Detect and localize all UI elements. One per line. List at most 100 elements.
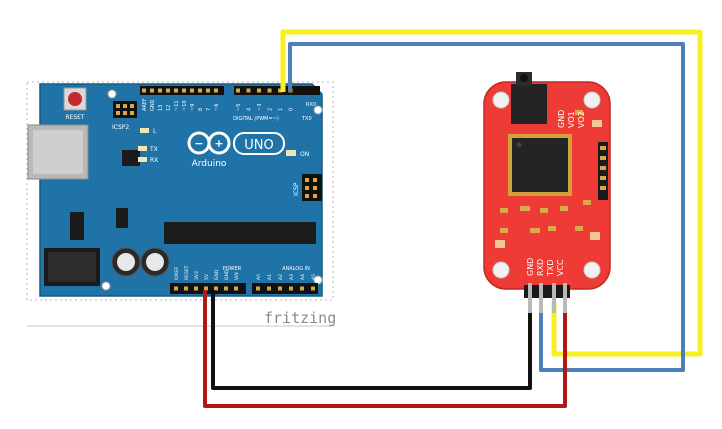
power-label: POWER bbox=[223, 266, 242, 272]
digital-pin-label: ~5 bbox=[236, 104, 242, 111]
bottom-pin-holes bbox=[174, 286, 315, 291]
analog-pin-label: A5 bbox=[311, 274, 317, 280]
wire-black bbox=[211, 290, 532, 390]
power-pin-label: RESET bbox=[184, 265, 190, 280]
digital-header-label: DIGITAL (PWM=~) bbox=[233, 116, 279, 122]
icsp-label: ICSP bbox=[293, 182, 300, 196]
digital-pin-hole bbox=[214, 88, 218, 93]
audio-jack bbox=[511, 72, 547, 124]
mounting-hole bbox=[101, 281, 111, 291]
module-header-pins bbox=[528, 283, 567, 313]
power-pin-hole bbox=[194, 286, 198, 291]
usb-connector-face bbox=[33, 130, 83, 174]
analog-pin-label: A3 bbox=[289, 274, 295, 280]
analog-pin-hole bbox=[278, 286, 282, 291]
board-outline bbox=[26, 81, 334, 301]
digital-pin-hole bbox=[166, 88, 170, 93]
svg-text:−: − bbox=[194, 137, 203, 150]
led-tx-label: TX bbox=[149, 146, 158, 153]
power-pin-label: GND bbox=[214, 269, 220, 280]
arduino-uno-board: RESET ICSP2 L TX RX ON − + bbox=[26, 81, 334, 301]
mounting-hole bbox=[107, 89, 117, 99]
digital-pin-label: 8 bbox=[198, 108, 204, 111]
mounting-hole bbox=[313, 105, 323, 115]
digital-pin-label: ~10 bbox=[182, 100, 188, 111]
small-chip bbox=[122, 150, 140, 166]
power-pin-hole bbox=[184, 286, 188, 291]
digital-pin-label: AREF bbox=[142, 98, 148, 111]
analog-pin-label: A0 bbox=[256, 274, 262, 280]
power-pin-hole bbox=[234, 286, 238, 291]
led-rx bbox=[138, 157, 147, 162]
module-hole bbox=[492, 91, 510, 109]
digital-pin-label: 12 bbox=[166, 105, 172, 111]
analog-pin-label: A4 bbox=[300, 274, 306, 280]
module-vo1-label: VO1 bbox=[567, 111, 576, 128]
wire-yellow bbox=[280, 29, 703, 357]
digital-pin-hole bbox=[190, 88, 194, 93]
module-gnd-label: GND bbox=[557, 110, 566, 128]
digital-pin-label: 2 bbox=[268, 108, 274, 111]
led-l-label: L bbox=[153, 128, 157, 135]
digital-pin-hole bbox=[236, 88, 240, 93]
analog-pin-hole bbox=[256, 286, 260, 291]
analog-pin-hole bbox=[311, 286, 315, 291]
module-vo2-label: VO2 bbox=[577, 111, 586, 128]
module-pin-label-vcc: VCC bbox=[556, 259, 565, 276]
digital-pin-label: ~3 bbox=[257, 104, 263, 111]
led-tx bbox=[138, 146, 147, 151]
capacitor-top bbox=[117, 253, 135, 271]
led-on-label: ON bbox=[300, 151, 309, 158]
digital-pin-hole bbox=[257, 88, 261, 93]
power-pin-label: 5V bbox=[204, 273, 210, 280]
power-pin-label: IOREF bbox=[174, 266, 180, 280]
digital-pin-hole bbox=[142, 88, 146, 93]
analog-header bbox=[252, 283, 318, 294]
analog-pin-label: A2 bbox=[278, 274, 284, 280]
tx0-label: TX0 bbox=[301, 116, 312, 122]
arduino-logo: − + bbox=[187, 131, 285, 155]
digital-pin-hole bbox=[278, 88, 282, 93]
fritzing-watermark: fritzing bbox=[264, 309, 336, 327]
digital-pin-label: 7 bbox=[206, 108, 212, 111]
digital-pin-label: ~9 bbox=[190, 104, 196, 111]
digital-pin-label: GND bbox=[150, 99, 156, 111]
reset-button-cap bbox=[68, 92, 82, 106]
led-on bbox=[286, 150, 296, 156]
analog-pin-labels: A0 A1 A2 A3 A4 A5 bbox=[256, 274, 317, 280]
voice-module: GND VO1 VO2 GND RXD TXD VCC bbox=[483, 72, 611, 298]
power-pin-hole bbox=[224, 286, 228, 291]
analog-pin-hole bbox=[267, 286, 271, 291]
digital-pin-hole bbox=[174, 88, 178, 93]
digital-pin-hole bbox=[158, 88, 162, 93]
analog-label: ANALOG IN bbox=[282, 266, 310, 272]
module-main-chip bbox=[508, 134, 572, 196]
module-pin-header bbox=[524, 285, 570, 298]
analog-pin-hole bbox=[300, 286, 304, 291]
analog-pin-label: A1 bbox=[267, 274, 273, 280]
digital-pin-hole bbox=[150, 88, 154, 93]
arduino-wordmark: Arduino bbox=[192, 159, 227, 169]
module-hole bbox=[583, 91, 601, 109]
digital-pin-label: ~6 bbox=[214, 104, 220, 111]
wire-red bbox=[203, 290, 567, 408]
led-rx-label: RX bbox=[150, 157, 158, 164]
digital-pin-hole bbox=[198, 88, 202, 93]
power-pin-hole bbox=[214, 286, 218, 291]
svg-text:+: + bbox=[214, 137, 223, 150]
module-pin-label-rxd: RXD bbox=[536, 259, 545, 276]
module-hole bbox=[492, 261, 510, 279]
digital-pin-label: ~11 bbox=[174, 100, 180, 111]
icsp2-label: ICSP2 bbox=[112, 124, 129, 131]
icsp2-header bbox=[113, 101, 137, 118]
digital-pin-label: 0 bbox=[289, 108, 295, 111]
led-l bbox=[140, 128, 149, 133]
module-side-header bbox=[598, 142, 608, 200]
power-jack-face bbox=[48, 252, 96, 282]
power-pin-hole bbox=[174, 286, 178, 291]
capacitor-top bbox=[146, 253, 164, 271]
small-chip bbox=[116, 208, 128, 228]
